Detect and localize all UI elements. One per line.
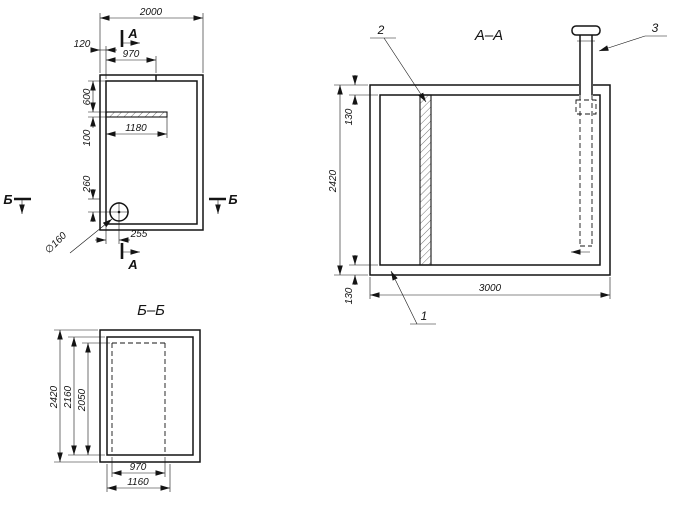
dim-text-2160: 2160: [63, 385, 74, 409]
plan-tank-walls: [99, 74, 204, 231]
aa-vent-pipe: [571, 25, 601, 255]
dim-text-2050: 2050: [77, 388, 88, 412]
section-letter-a-top: А: [127, 26, 137, 41]
plan-dim-overall-width: 2000: [99, 7, 204, 73]
bb-dim-opening-width: 970: [111, 457, 166, 477]
dim-text-970: 970: [123, 49, 140, 60]
dim-text-2000: 2000: [139, 7, 163, 18]
plan-dim-left-stack: 600 100 260: [82, 80, 111, 222]
section-mark-a-top: А: [120, 26, 140, 47]
section-mark-b-left: Б: [3, 192, 31, 214]
bb-dim-inner-height: 2160: [63, 336, 105, 456]
aa-dim-bottom-slab: 130: [344, 255, 378, 304]
aa-tank-walls: [369, 84, 611, 276]
aa-callout-vent: 3: [598, 21, 667, 52]
bb-dim-overall-height: 2420: [49, 329, 98, 463]
section-mark-a-bottom: А: [120, 243, 140, 272]
dim-text-bb-2420: 2420: [49, 385, 60, 409]
callout-text-1: 1: [421, 309, 428, 323]
section-aa-view: А–А 2 3: [328, 21, 667, 325]
dim-text-120: 120: [74, 39, 91, 50]
section-bb-view: Б–Б 2420 2160 2050: [49, 302, 201, 492]
vent-cap: [571, 25, 601, 36]
callout-text-2: 2: [377, 23, 385, 37]
bb-hidden-opening: [111, 342, 166, 455]
dim-text-bb-970: 970: [130, 462, 147, 473]
dim-text-1160: 1160: [127, 477, 149, 488]
dim-text-aa-130-top: 130: [344, 108, 355, 125]
plan-partition: [105, 111, 168, 118]
dim-text-dia160: ∅160: [43, 230, 69, 256]
plan-pipe-diameter-leader: ∅160: [43, 218, 113, 256]
section-letter-b-right: Б: [228, 192, 237, 207]
dim-text-1180: 1180: [125, 123, 147, 134]
plan-dim-pipe-offset: 255: [95, 222, 148, 244]
bb-tank-walls: [99, 329, 201, 463]
plan-dim-partition-length: 1180: [105, 117, 168, 138]
section-mark-b-right: Б: [209, 192, 238, 214]
dim-text-260: 260: [82, 175, 93, 193]
dim-text-aa-130-bottom: 130: [344, 287, 355, 304]
dim-text-100: 100: [82, 129, 93, 146]
section-letter-a-bottom: А: [127, 257, 137, 272]
dim-text-255: 255: [130, 229, 148, 240]
bb-dim-opening-height: 2050: [77, 342, 110, 455]
dim-text-aa-2420: 2420: [328, 169, 339, 193]
aa-partition: [419, 94, 432, 266]
dim-text-3000: 3000: [479, 283, 502, 294]
callout-text-3: 3: [652, 21, 659, 35]
dim-text-600: 600: [82, 88, 93, 105]
aa-callout-bottom-slab: 1: [390, 270, 436, 325]
bb-dim-outer-opening-width: 1160: [106, 464, 171, 492]
section-bb-title: Б–Б: [137, 302, 165, 319]
section-aa-title: А–А: [474, 27, 503, 44]
plan-view: 2000 120 970 600 100 260: [3, 7, 237, 272]
aa-dim-overall-length: 3000: [369, 277, 611, 299]
aa-callout-partition: 2: [370, 23, 427, 103]
aa-dim-top-slab: 130: [344, 75, 378, 125]
section-letter-b-left: Б: [3, 192, 12, 207]
aa-dim-overall-height: 2420: [328, 84, 368, 276]
plan-dim-wall-and-opening: 120 970: [74, 39, 157, 79]
